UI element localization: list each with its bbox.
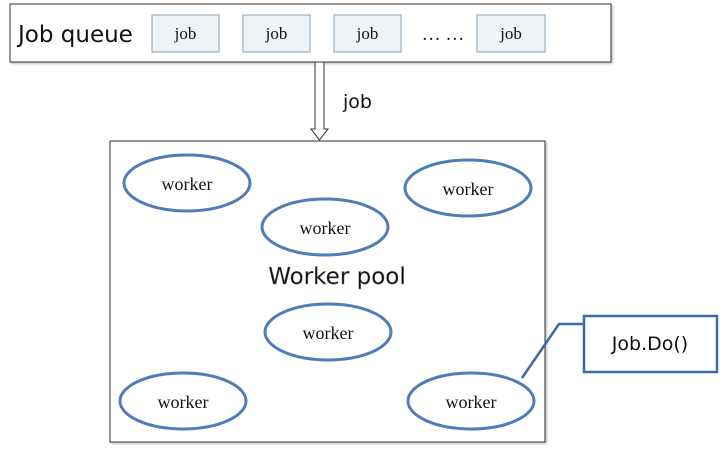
worker-node: worker bbox=[118, 371, 248, 431]
worker-node: worker bbox=[122, 153, 252, 213]
job-label: job bbox=[499, 24, 522, 43]
job-item: job bbox=[151, 14, 220, 53]
worker-node: worker bbox=[406, 371, 536, 431]
job-item: job bbox=[476, 14, 546, 53]
worker-label: worker bbox=[446, 392, 497, 412]
worker-node: worker bbox=[403, 158, 533, 218]
worker-label: worker bbox=[300, 218, 351, 238]
callout-label: Job.Do() bbox=[611, 333, 688, 355]
worker-node: worker bbox=[260, 197, 390, 257]
worker-label: worker bbox=[162, 174, 213, 194]
job-do-callout: Job.Do() bbox=[520, 314, 719, 379]
worker-pool-title: Worker pool bbox=[268, 264, 405, 290]
hollow-down-arrow-icon bbox=[309, 61, 330, 141]
worker-ellipse bbox=[403, 158, 533, 218]
job-item: job bbox=[333, 14, 402, 53]
job-box bbox=[242, 14, 311, 53]
job-queue: Job queue job job job … … job bbox=[9, 3, 612, 63]
job-queue-title: Job queue bbox=[16, 22, 133, 48]
job-label: job bbox=[174, 24, 197, 43]
worker-ellipse bbox=[118, 371, 248, 431]
worker-label: worker bbox=[303, 323, 354, 343]
worker-label: worker bbox=[158, 392, 209, 412]
callout-box bbox=[582, 314, 719, 374]
job-label: job bbox=[356, 24, 379, 43]
job-queue-ellipsis: … … bbox=[422, 24, 465, 45]
worker-ellipse bbox=[260, 197, 390, 257]
job-label: job bbox=[265, 24, 288, 43]
job-box bbox=[476, 14, 546, 53]
worker-ellipse bbox=[406, 371, 536, 431]
arrow-label: job bbox=[342, 91, 372, 113]
worker-ellipse bbox=[263, 302, 393, 362]
worker-node: worker bbox=[263, 302, 393, 362]
dispatch-arrow: job bbox=[309, 61, 372, 141]
job-box bbox=[333, 14, 402, 53]
worker-label: worker bbox=[443, 179, 494, 199]
job-box bbox=[151, 14, 220, 53]
job-item: job bbox=[242, 14, 311, 53]
callout-leader-line bbox=[520, 322, 585, 379]
worker-pool: Worker pool worker worker worker worker … bbox=[109, 140, 546, 443]
worker-ellipse bbox=[122, 153, 252, 213]
